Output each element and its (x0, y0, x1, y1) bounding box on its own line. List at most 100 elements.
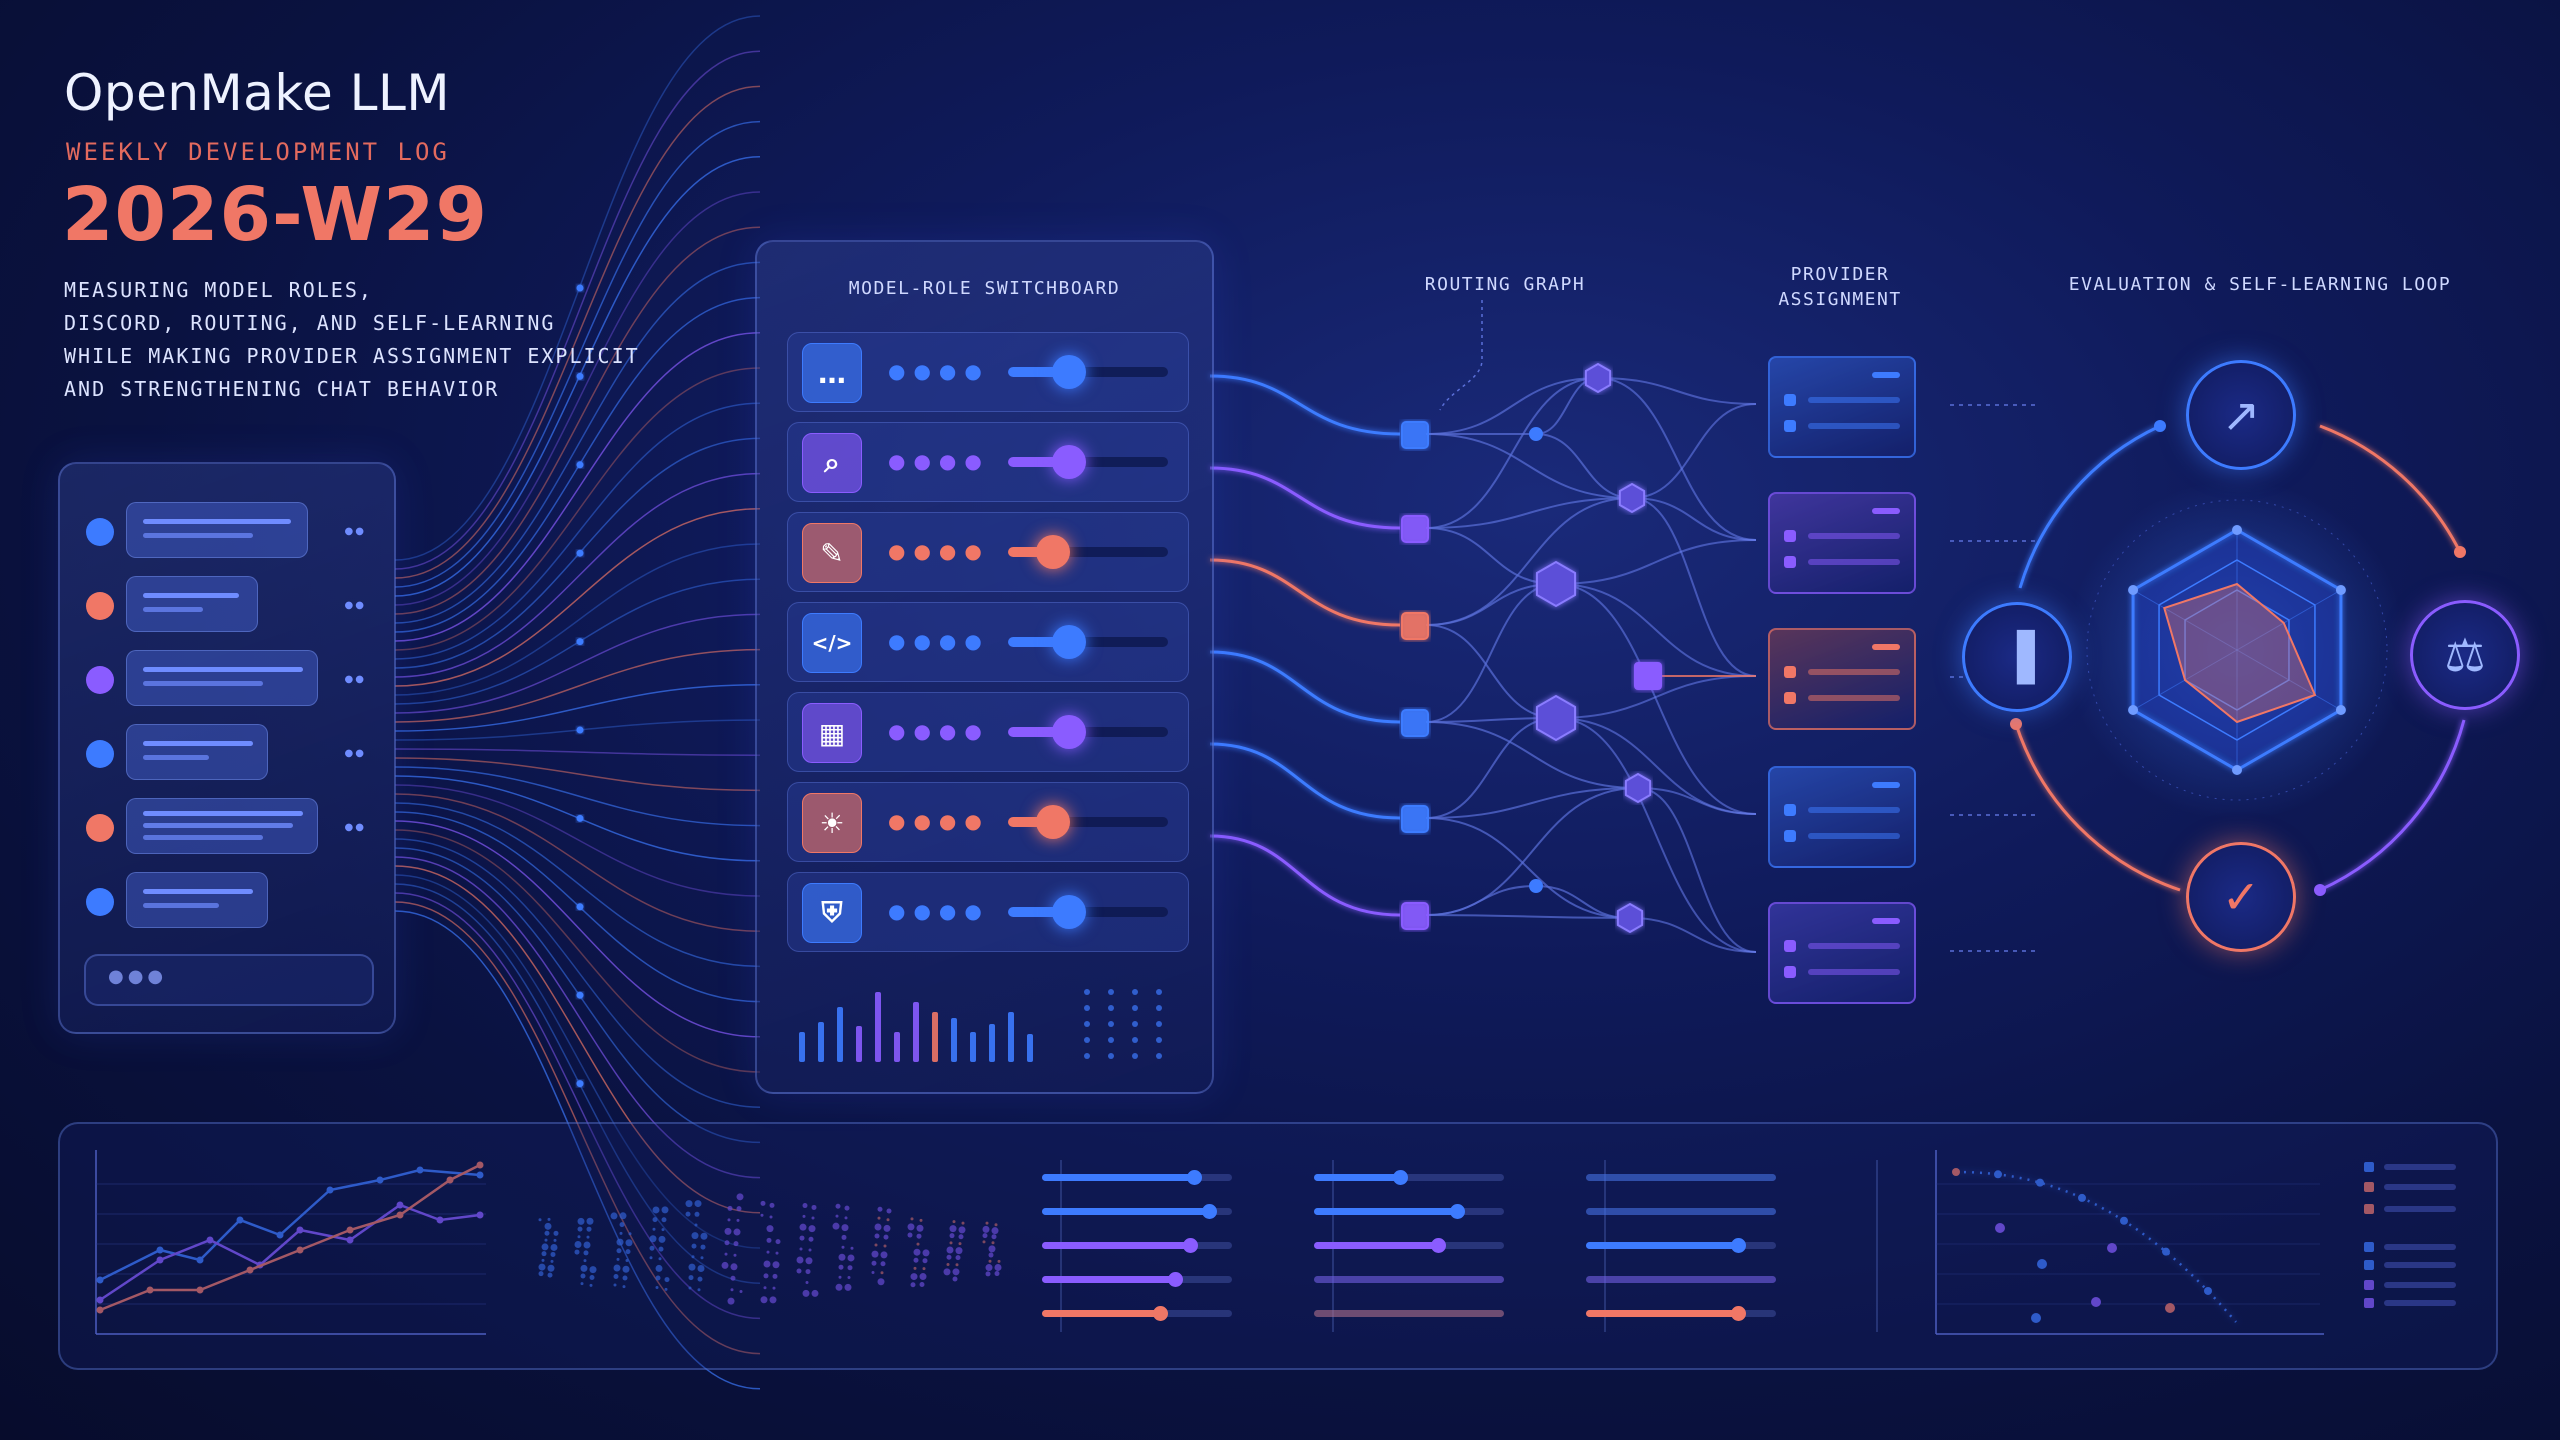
route-edge (1425, 497, 1633, 626)
scatter-point (808, 1236, 814, 1242)
lightbulb-icon: ☀ (802, 793, 862, 853)
data-stream (394, 838, 761, 1108)
role-slider[interactable] (1008, 625, 1168, 659)
chat-message[interactable]: ●● (86, 724, 366, 780)
legend-label-placeholder (2384, 1244, 2456, 1250)
legend-swatch (2364, 1182, 2374, 1192)
metric-slider[interactable] (1586, 1276, 1776, 1283)
role-slider[interactable] (1008, 805, 1168, 839)
decay-point (2036, 1178, 2044, 1187)
switchboard-row[interactable]: ⌕●●●● (787, 422, 1189, 502)
data-stream (394, 508, 761, 687)
scatter-point (919, 1273, 927, 1281)
scatter-point (874, 1243, 878, 1247)
provider-card[interactable] (1768, 628, 1916, 730)
line-point (196, 1256, 204, 1264)
metric-slider[interactable] (1042, 1272, 1232, 1287)
switchboard-row[interactable]: ☀●●●● (787, 782, 1189, 862)
slider-knob[interactable] (1052, 445, 1086, 479)
scatter-point (874, 1233, 880, 1239)
metric-slider[interactable] (1314, 1276, 1504, 1283)
provider-card[interactable] (1768, 356, 1916, 458)
radar-vertex (2232, 525, 2242, 535)
slider-knob[interactable] (1036, 535, 1070, 569)
chat-message[interactable]: ●● (86, 650, 366, 706)
stream-particle (576, 638, 584, 646)
slider-knob[interactable] (1036, 805, 1070, 839)
pencil-icon: ✎ (802, 523, 862, 583)
bar-chart-icon[interactable]: ▐ (1962, 602, 2072, 712)
metric-slider[interactable] (1042, 1238, 1232, 1253)
route-edge (1597, 377, 1757, 405)
role-slider[interactable] (1008, 445, 1168, 479)
route-edge (1425, 624, 1557, 719)
scatter-point (724, 1252, 728, 1256)
provider-card[interactable] (1768, 766, 1916, 868)
slider-knob[interactable] (1052, 625, 1086, 659)
slider-knob[interactable] (1052, 355, 1086, 389)
metric-slider[interactable] (1042, 1306, 1232, 1321)
switchboard-row[interactable]: ▦●●●● (787, 692, 1189, 772)
scatter-point (877, 1216, 881, 1220)
chat-message[interactable]: ●● (86, 798, 366, 854)
scatter-point (772, 1261, 780, 1269)
role-slider[interactable] (1008, 355, 1168, 389)
chat-message[interactable]: ●● (86, 576, 366, 632)
scatter-point (2091, 1297, 2101, 1307)
scatter-point (919, 1218, 923, 1222)
line-point (346, 1226, 354, 1234)
chat-input[interactable]: ●●● (84, 954, 374, 1006)
provider-title-line1: PROVIDER (1790, 264, 1890, 285)
provider-card[interactable] (1768, 902, 1916, 1004)
slider-knob[interactable] (1731, 1306, 1746, 1321)
metric-slider[interactable] (1042, 1170, 1232, 1185)
scatter-point (991, 1241, 995, 1245)
scatter-point (544, 1222, 552, 1230)
checkmark-icon[interactable]: ✓ (2186, 842, 2296, 952)
metric-slider[interactable] (1042, 1204, 1232, 1219)
metric-slider[interactable] (1314, 1170, 1504, 1185)
slider-knob[interactable] (1152, 1306, 1168, 1321)
scatter-point (652, 1227, 656, 1231)
slider-knob[interactable] (1052, 715, 1086, 749)
role-slider[interactable] (1008, 715, 1168, 749)
slider-knob[interactable] (1449, 1204, 1465, 1219)
avatar (86, 740, 114, 768)
scatter-point (799, 1235, 805, 1241)
metric-slider[interactable] (1586, 1306, 1776, 1321)
bottom-charts (95, 1150, 2456, 1335)
router-hub-node (1616, 902, 1644, 934)
switchboard-row[interactable]: ⛨●●●● (787, 872, 1189, 952)
switchboard-row[interactable]: </>●●●● (787, 602, 1189, 682)
chat-message[interactable]: ●● (86, 502, 366, 558)
scatter-point (616, 1257, 620, 1261)
slider-knob[interactable] (1187, 1170, 1202, 1185)
metric-slider[interactable] (1586, 1238, 1776, 1253)
role-slider[interactable] (1008, 895, 1168, 929)
provider-card[interactable] (1768, 492, 1916, 594)
metric-slider[interactable] (1314, 1310, 1504, 1317)
slider-knob[interactable] (1430, 1238, 1446, 1253)
slider-knob[interactable] (1168, 1272, 1183, 1287)
route-input-line (1209, 558, 1401, 627)
scatter-point (871, 1270, 875, 1274)
scatter-point (844, 1205, 850, 1211)
slider-knob[interactable] (1392, 1170, 1408, 1185)
metric-slider[interactable] (1586, 1208, 1776, 1215)
slider-knob[interactable] (1052, 895, 1086, 929)
metric-slider[interactable] (1586, 1174, 1776, 1181)
metric-slider[interactable] (1314, 1238, 1504, 1253)
scales-icon[interactable]: ⚖ (2410, 600, 2520, 710)
stream-particle (576, 372, 584, 380)
trend-chart-icon[interactable]: ↗ (2186, 360, 2296, 470)
switchboard-row[interactable]: …●●●● (787, 332, 1189, 412)
role-slider[interactable] (1008, 535, 1168, 569)
scatter-point (619, 1231, 623, 1235)
metric-slider[interactable] (1314, 1204, 1504, 1219)
switchboard-row[interactable]: ✎●●●● (787, 512, 1189, 592)
slider-knob[interactable] (1183, 1238, 1199, 1253)
slider-knob[interactable] (1202, 1204, 1218, 1219)
activity-dot (1132, 1053, 1138, 1059)
slider-knob[interactable] (1731, 1238, 1746, 1253)
chat-message[interactable] (86, 872, 366, 928)
